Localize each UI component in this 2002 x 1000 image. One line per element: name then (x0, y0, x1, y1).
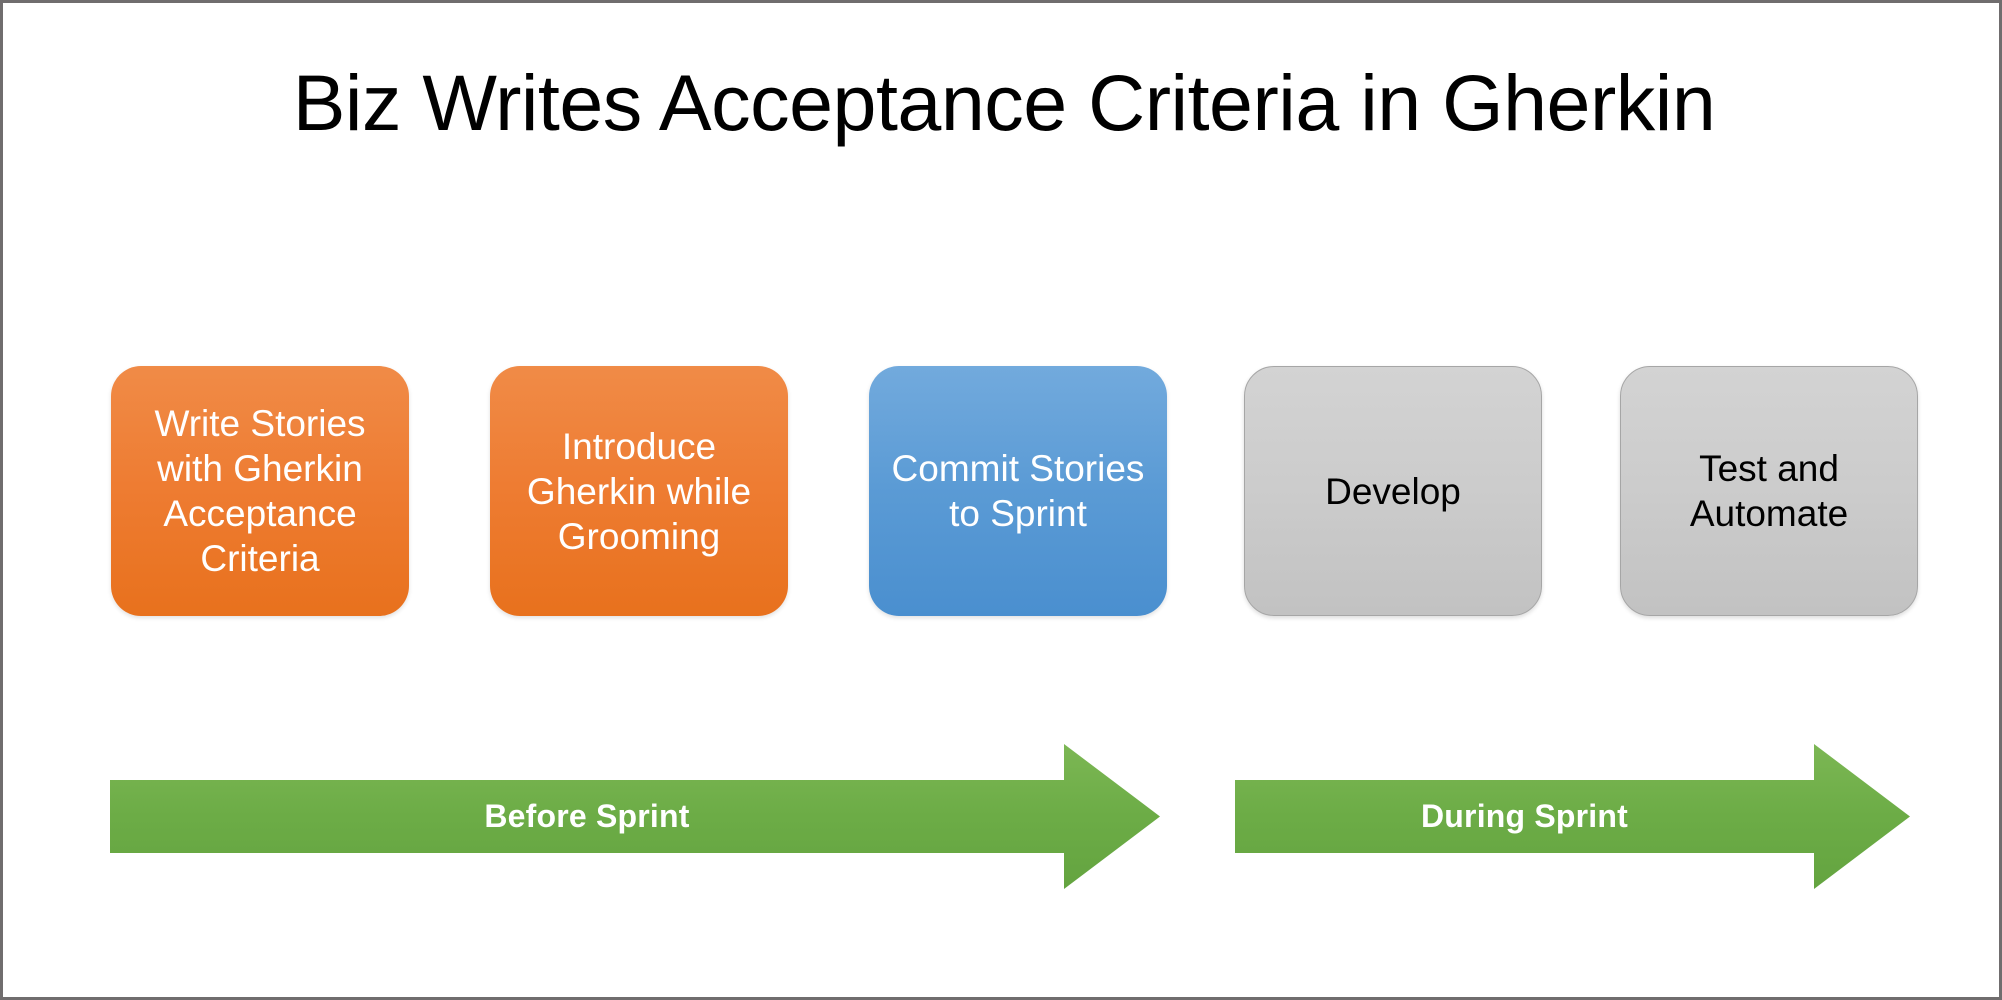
right-arrow-icon (1235, 744, 1910, 889)
process-step-commit-stories[interactable]: Commit Stories to Sprint (869, 366, 1167, 616)
process-step-label: Test and Automate (1689, 448, 1849, 534)
phase-arrow-during-sprint[interactable]: During Sprint (1235, 744, 1910, 889)
process-step-label: Introduce Gherkin while Grooming (526, 425, 752, 557)
page-title: Biz Writes Acceptance Criteria in Gherki… (292, 58, 1716, 147)
process-step-label: Write Stories with Gherkin Acceptance Cr… (154, 403, 366, 579)
process-step-test-and-automate[interactable]: Test and Automate (1620, 366, 1918, 616)
process-step-write-stories[interactable]: Write Stories with Gherkin Acceptance Cr… (111, 366, 409, 616)
right-arrow-icon (110, 744, 1160, 889)
phase-arrow-before-sprint[interactable]: Before Sprint (110, 744, 1160, 889)
process-step-introduce-gherkin[interactable]: Introduce Gherkin while Grooming (490, 366, 788, 616)
process-step-label: Commit Stories to Sprint (891, 448, 1145, 534)
process-step-label: Develop (1325, 470, 1461, 512)
process-step-develop[interactable]: Develop (1244, 366, 1542, 616)
